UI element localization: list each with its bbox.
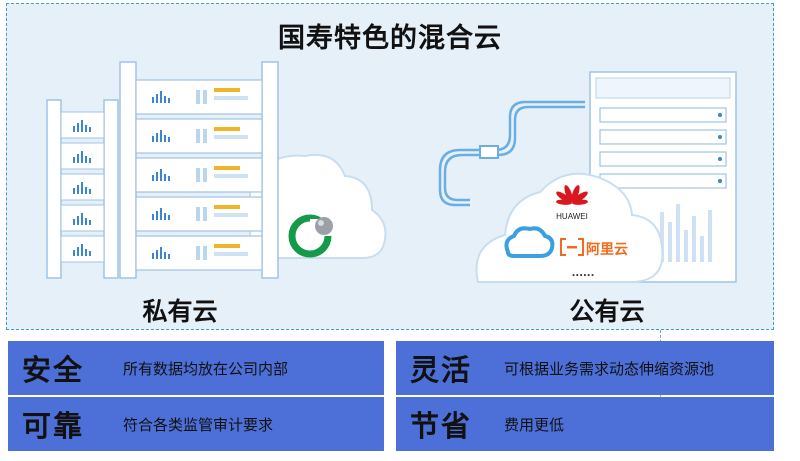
private-cloud-label: 私有云	[142, 297, 218, 326]
blue-cloud-icon	[504, 226, 555, 258]
public-cloud-label: 公有云	[569, 297, 645, 326]
feature-cost-saving: 节省 费用更低	[396, 397, 774, 451]
feature-security: 安全 所有数据均放在公司内部	[8, 341, 384, 395]
private-cloud-shape	[249, 154, 387, 259]
server-rack-left	[46, 99, 119, 279]
feature-key: 灵活	[410, 353, 473, 387]
diagram-title: 国寿特色的混合云	[278, 23, 502, 54]
feature-desc: 费用更低	[504, 416, 565, 434]
aliyun-label: 阿里云	[586, 242, 628, 258]
feature-desc: 可根据业务需求动态伸缩资源池	[504, 360, 715, 378]
feature-key: 可靠	[22, 409, 85, 443]
cable-connector-icon	[479, 145, 499, 159]
huawei-logo	[556, 185, 588, 205]
feature-key: 节省	[410, 409, 473, 443]
feature-flexibility: 灵活 可根据业务需求动态伸缩资源池	[396, 341, 774, 395]
feature-key: 安全	[22, 353, 85, 387]
feature-desc: 所有数据均放在公司内部	[123, 360, 289, 378]
feature-desc: 符合各类监管审计要求	[123, 416, 274, 434]
feature-reliability: 可靠 符合各类监管审计要求	[8, 397, 384, 451]
server-rack-main	[119, 61, 279, 279]
aliyun-logo	[560, 238, 584, 256]
more-providers-ellipsis: ......	[572, 268, 595, 279]
huawei-label: HUAWEI	[556, 212, 588, 221]
company-logo	[288, 214, 333, 258]
